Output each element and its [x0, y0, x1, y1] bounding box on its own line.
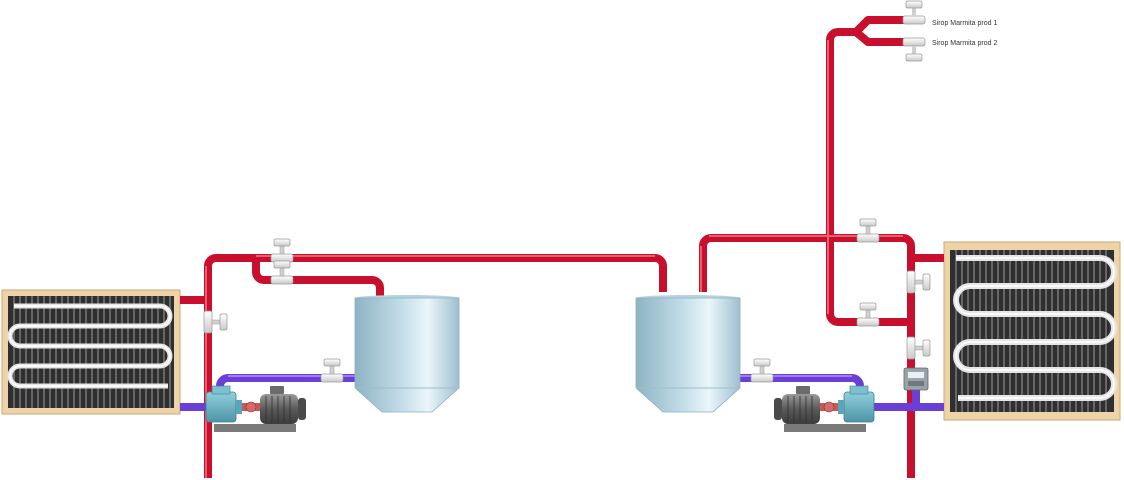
- left-motor-icon: [214, 386, 306, 432]
- valve-icon[interactable]: [856, 302, 880, 327]
- valve-icon[interactable]: [270, 260, 294, 285]
- valve-icon[interactable]: [320, 358, 344, 383]
- outlet-label-2: Sirop Marmita prod 2: [932, 40, 997, 47]
- right-motor-icon: [774, 386, 866, 432]
- outlet-valve-1-icon[interactable]: [902, 0, 926, 25]
- right-coupling-icon: [820, 401, 838, 413]
- valve-icon[interactable]: [270, 238, 294, 263]
- valve-icon[interactable]: [906, 270, 931, 294]
- valve-icon[interactable]: [906, 336, 931, 360]
- flow-meter-icon: [903, 367, 929, 391]
- valve-icon[interactable]: [856, 218, 880, 243]
- valve-icon[interactable]: [203, 310, 228, 334]
- left-tank-icon: [354, 295, 460, 413]
- right-pump-icon: [838, 385, 875, 423]
- left-pump-icon: [205, 385, 242, 423]
- outlet-valve-2-icon[interactable]: [902, 37, 926, 62]
- valve-icon[interactable]: [750, 358, 774, 383]
- right-heat-exchanger-icon: [943, 241, 1121, 421]
- outlet-label-1: Sirop Marmita prod 1: [932, 20, 997, 27]
- left-coupling-icon: [242, 401, 260, 413]
- hot-pipe-network: [180, 16, 944, 478]
- right-tank-icon: [635, 295, 741, 413]
- left-heat-exchanger-icon: [1, 289, 181, 415]
